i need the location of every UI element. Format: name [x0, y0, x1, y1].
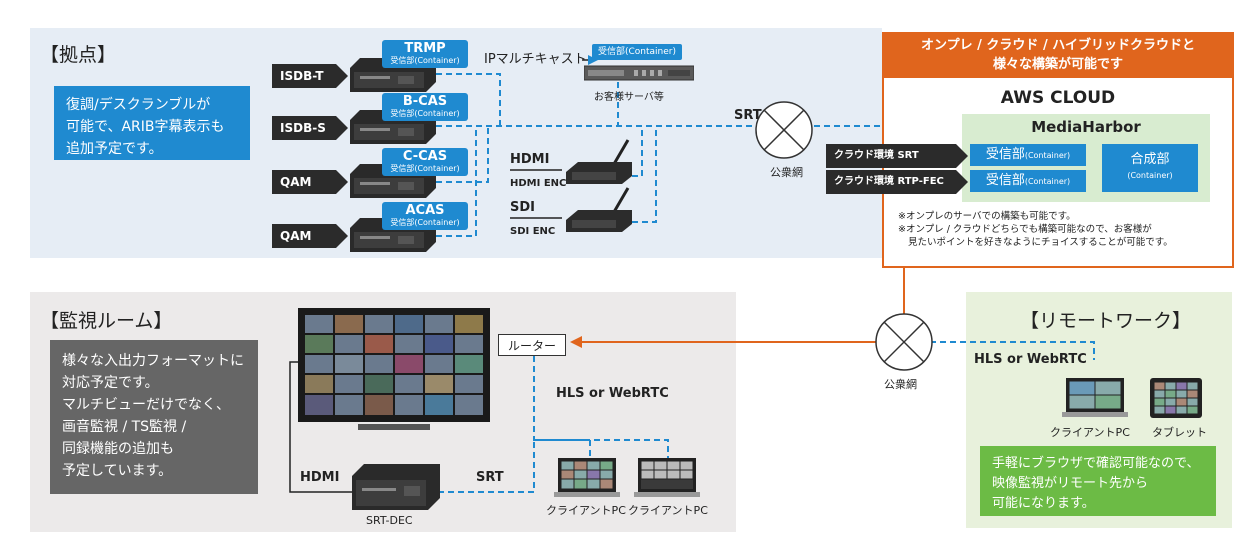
- monitor-desc-line: 画音監視 / TS監視 /: [62, 419, 187, 435]
- device-sub: 受信部(Container): [390, 56, 460, 65]
- ip-receiver-tag: 受信部(Container): [592, 44, 682, 60]
- router-box: ルーター: [498, 334, 566, 356]
- device-sub: 受信部(Container): [390, 218, 460, 227]
- tablet-label: タブレット: [1152, 426, 1207, 439]
- client-pc-icon: [554, 458, 620, 497]
- receiver-box-srt: 受信部(Container): [970, 144, 1086, 166]
- monitor-desc-line: 同録機能の追加も: [62, 441, 174, 457]
- remote-description: 手軽にブラウザで確認可能なので、 映像監視がリモート先から 可能になります。: [980, 446, 1216, 516]
- remote-heading: 【リモートワーク】: [1020, 310, 1192, 332]
- multiview-monitor-icon: [298, 308, 490, 430]
- device-tag-trmp: TRMP 受信部(Container): [382, 40, 468, 68]
- client-pc-label: クライアントPC: [628, 504, 708, 517]
- cloud-header-line: オンプレ / クラウド / ハイブリッドクラウドと: [921, 38, 1195, 53]
- sdi-enc-label: SDI ENC: [510, 226, 556, 237]
- monitor-desc-line: 対応予定です。: [62, 375, 159, 391]
- device-name: C-CAS: [402, 149, 448, 164]
- tablet-icon: [1150, 378, 1202, 418]
- cloud-note: ※オンプレ / クラウドどちらでも構築可能なので、お客様が: [898, 224, 1152, 235]
- input-qam-1: QAM: [272, 170, 348, 194]
- sdi-label: SDI: [510, 200, 535, 215]
- remote-desc-line: 映像監視がリモート先から: [992, 476, 1149, 491]
- receiver-device-icon: [350, 58, 436, 92]
- monitor-desc-line: 予定しています。: [62, 463, 173, 479]
- composer-main: 合成部: [1130, 152, 1170, 167]
- public-net-bottom-label: 公衆網: [884, 378, 917, 391]
- device-tag-ccas: C-CAS 受信部(Container): [382, 148, 468, 176]
- device-name: ACAS: [405, 203, 445, 218]
- composer-box: 合成部 (Container): [1102, 144, 1198, 192]
- monitor-hls-label: HLS or WebRTC: [556, 386, 669, 401]
- receiver-box-rtpfec: 受信部(Container): [970, 170, 1086, 192]
- mediaharbor-title: MediaHarbor: [1031, 118, 1141, 136]
- base-description: 復調/デスクランブルが 可能で、ARIB字幕表示も 追加予定です。: [54, 86, 250, 160]
- server-icon: [584, 65, 694, 81]
- sdi-encoder-icon: [566, 187, 632, 232]
- input-qam-2: QAM: [272, 224, 348, 248]
- cloud-header-line: 様々な構築が可能です: [992, 57, 1123, 72]
- srt-label-top: SRT: [734, 108, 762, 123]
- device-tag-acas: ACAS 受信部(Container): [382, 202, 468, 230]
- device-tag-bcas: B-CAS 受信部(Container): [382, 93, 468, 121]
- cloud-note: 見たいポイントを好きなようにチョイスすることが可能です。: [908, 237, 1173, 248]
- base-desc-line: 復調/デスクランブルが: [66, 97, 211, 113]
- base-desc-line: 追加予定です。: [66, 141, 163, 157]
- cloud-title: AWS CLOUD: [1000, 88, 1116, 108]
- monitor-desc-line: 様々な入出力フォーマットに: [62, 353, 244, 369]
- receiver-sub: (Container): [1024, 177, 1071, 186]
- srt-decoder-icon: [352, 464, 440, 510]
- env-srt-arrow: クラウド環境 SRT: [826, 144, 968, 168]
- cloud-header: オンプレ / クラウド / ハイブリッドクラウドと 様々な構築が可能です: [882, 32, 1234, 78]
- client-pc-icon: [634, 458, 700, 497]
- cloud-note: ※オンプレのサーバでの構築も可能です。: [898, 211, 1076, 222]
- ip-multicast-label: IPマルチキャスト: [484, 52, 587, 67]
- client-pc-label: クライアントPC: [546, 504, 626, 517]
- device-name: TRMP: [404, 41, 446, 56]
- remote-desc-line: 手軽にブラウザで確認可能なので、: [992, 456, 1200, 471]
- receiver-sub: (Container): [1024, 151, 1071, 160]
- monitor-description: 様々な入出力フォーマットに 対応予定です。 マルチビューだけでなく、 画音監視 …: [50, 340, 258, 494]
- base-desc-line: 可能で、ARIB字幕表示も: [66, 119, 225, 135]
- remote-client-pc-label: クライアントPC: [1050, 426, 1130, 439]
- input-isdb-t: ISDB-T: [272, 64, 348, 88]
- monitor-desc-line: マルチビューだけでなく、: [62, 397, 230, 413]
- cloud-notes: ※オンプレのサーバでの構築も可能です。 ※オンプレ / クラウドどちらでも構築可…: [898, 210, 1173, 249]
- public-net-top-label: 公衆網: [770, 166, 803, 179]
- receiver-main: 受信部: [985, 147, 1025, 162]
- input-isdb-s: ISDB-S: [272, 116, 348, 140]
- remote-desc-line: 可能になります。: [992, 496, 1095, 511]
- device-sub: 受信部(Container): [390, 109, 460, 118]
- hdmi-enc-label: HDMI ENC: [510, 178, 567, 189]
- monitor-heading: 【監視ルーム】: [40, 310, 173, 332]
- remote-client-pc-icon: [1062, 378, 1128, 417]
- base-heading: 【拠点】: [40, 44, 117, 66]
- composer-sub: (Container): [1127, 171, 1173, 180]
- monitor-srt-label: SRT: [476, 470, 504, 485]
- receiver-main: 受信部: [985, 173, 1025, 188]
- remote-hls-label: HLS or WebRTC: [974, 352, 1087, 367]
- customer-server-label: お客様サーバ等: [594, 92, 664, 103]
- hdmi-encoder-icon: [566, 139, 632, 184]
- srt-dec-label: SRT-DEC: [366, 514, 413, 527]
- hdmi-label: HDMI: [510, 152, 550, 167]
- monitor-hdmi-label: HDMI: [300, 470, 340, 485]
- device-name: B-CAS: [402, 94, 448, 109]
- device-sub: 受信部(Container): [390, 164, 460, 173]
- env-rtpfec-arrow: クラウド環境 RTP-FEC: [826, 170, 968, 194]
